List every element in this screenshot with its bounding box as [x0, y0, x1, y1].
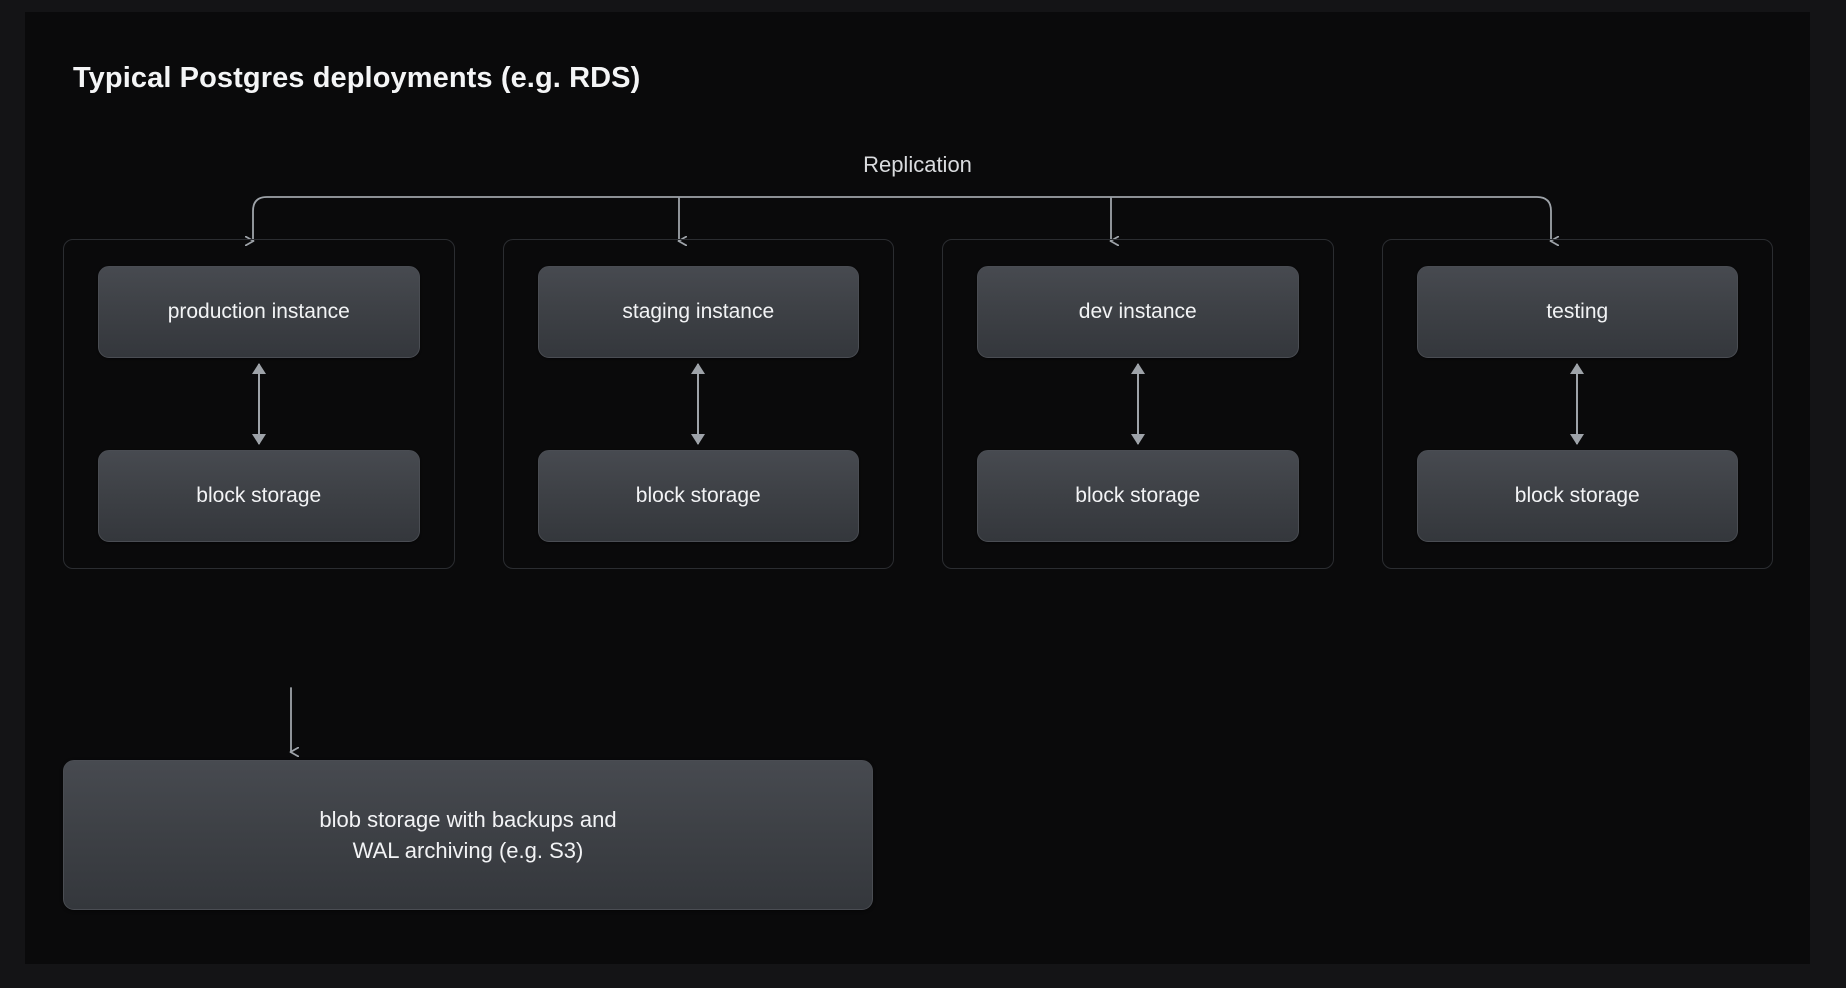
link-production [98, 358, 420, 450]
node-label: production instance [167, 299, 350, 323]
blob-storage-line-2: WAL archiving (e.g. S3) [352, 838, 584, 863]
node-staging-instance[interactable]: staging instance [537, 266, 859, 358]
env-group-dev: dev instance block storage [942, 239, 1334, 569]
page-title: Typical Postgres deployments (e.g. RDS) [73, 62, 641, 94]
node-label: testing [1546, 299, 1609, 323]
environment-columns: production instance block storage stagin… [63, 239, 1773, 569]
link-dev [977, 358, 1299, 450]
node-production-instance[interactable]: production instance [98, 266, 420, 358]
env-group-testing: testing block storage [1381, 239, 1773, 569]
node-label: staging instance [622, 299, 775, 323]
node-testing-block-storage[interactable]: block storage [1416, 450, 1738, 542]
diagram-panel: Typical Postgres deployments (e.g. RDS) … [25, 12, 1810, 964]
node-dev-instance[interactable]: dev instance [977, 266, 1299, 358]
node-production-block-storage[interactable]: block storage [98, 450, 420, 542]
replication-label: Replication [863, 152, 972, 177]
blob-storage-label: blob storage with backups and WAL archiv… [319, 804, 616, 866]
env-group-staging: staging instance block storage [502, 239, 894, 569]
link-testing [1417, 358, 1739, 450]
node-testing-instance[interactable]: testing [1416, 266, 1738, 358]
blob-storage-line-1: blob storage with backups and [319, 806, 617, 832]
node-label: block storage [1514, 483, 1640, 507]
node-label: dev instance [1078, 299, 1197, 323]
node-label: block storage [196, 483, 322, 507]
node-blob-storage[interactable]: blob storage with backups and WAL archiv… [63, 760, 873, 910]
node-label: block storage [635, 483, 761, 507]
bidirectional-arrow-icon [697, 364, 700, 444]
env-group-production: production instance block storage [63, 239, 455, 569]
bidirectional-arrow-icon [1576, 364, 1579, 444]
node-dev-block-storage[interactable]: block storage [977, 450, 1299, 542]
node-staging-block-storage[interactable]: block storage [537, 450, 859, 542]
bidirectional-arrow-icon [1136, 364, 1139, 444]
node-label: block storage [1075, 483, 1201, 507]
bidirectional-arrow-icon [257, 364, 260, 444]
link-staging [538, 358, 860, 450]
